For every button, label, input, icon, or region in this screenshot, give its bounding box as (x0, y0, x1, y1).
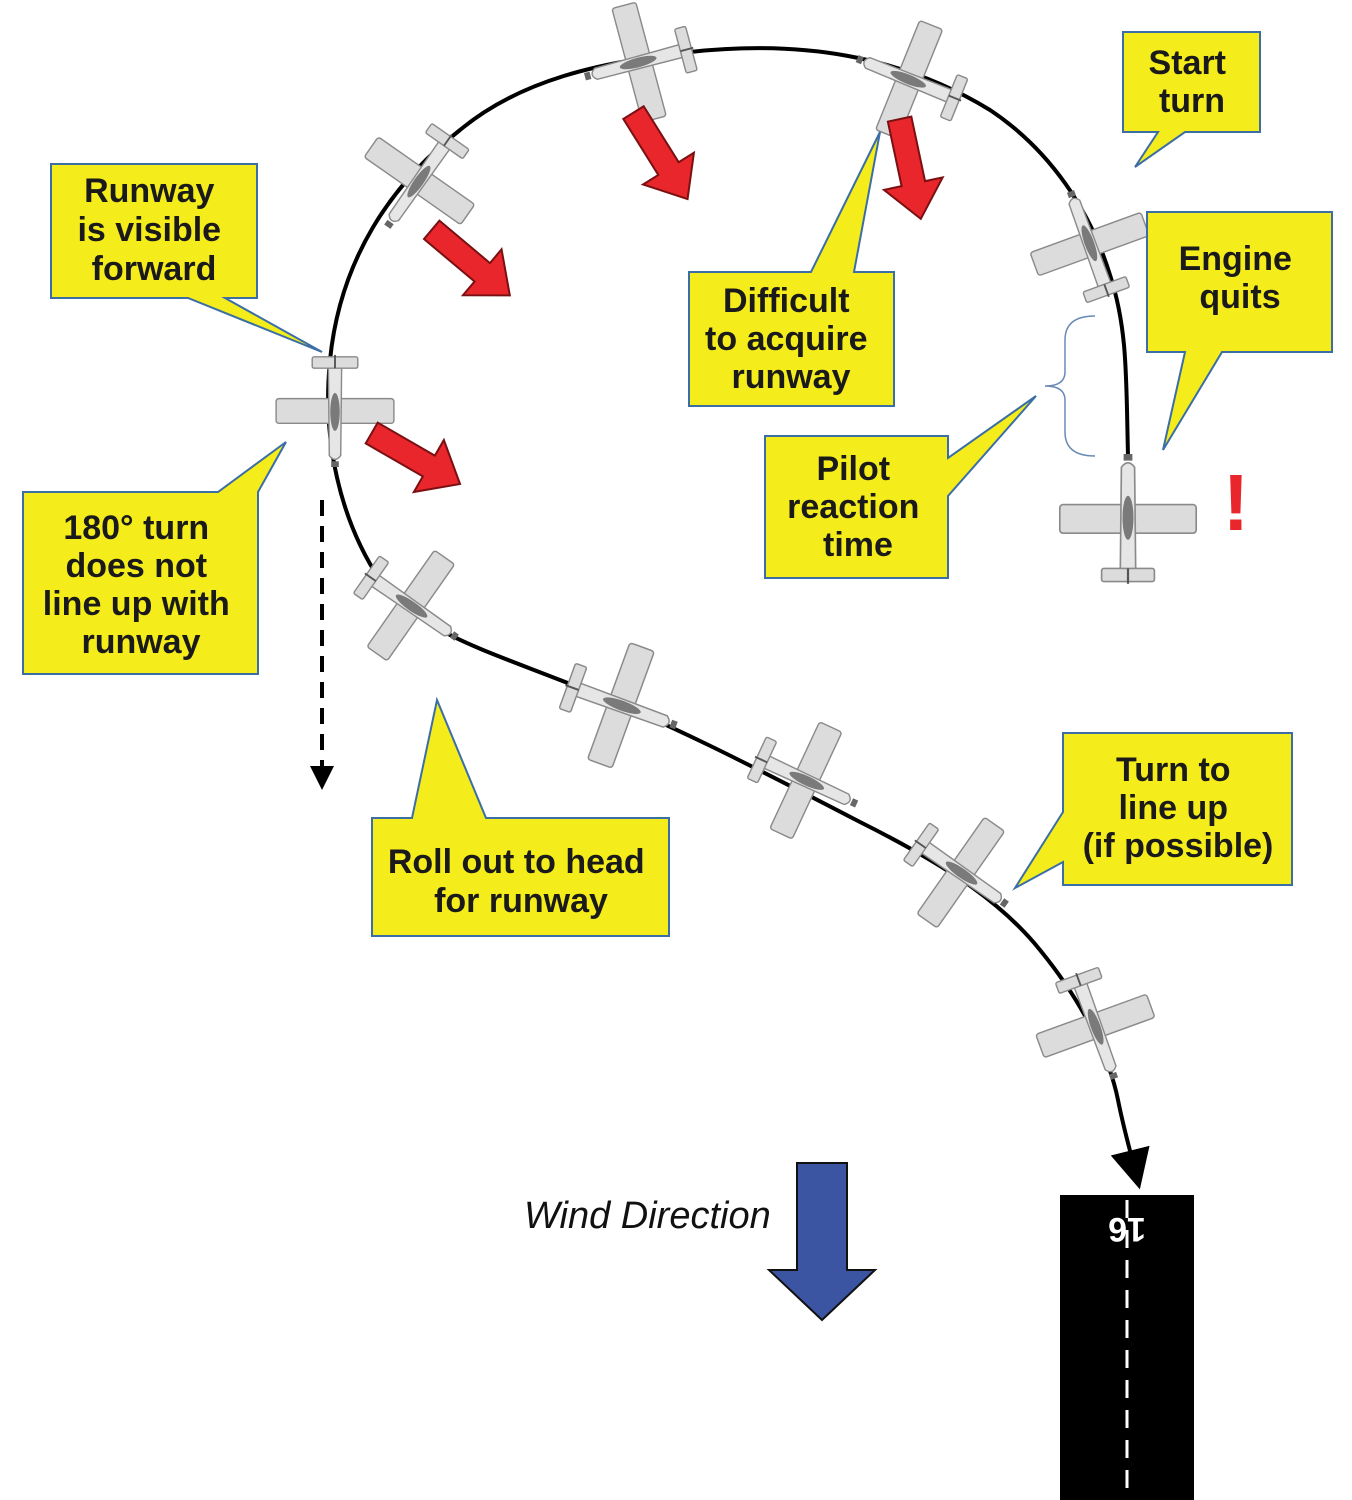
red-arrow (621, 104, 696, 201)
callout-line: Difficult (723, 282, 850, 320)
callout-line: Start (1149, 44, 1226, 82)
reaction-time-bracket (1044, 315, 1096, 457)
callout-line: Turn to (1116, 751, 1231, 789)
callout-line: runway (731, 358, 850, 396)
svg-text:Roll out to head for run: Roll out to head for runway (388, 843, 654, 920)
callout-line: Roll out to head (388, 843, 645, 881)
callout-line: 180° turn (63, 509, 209, 547)
aircraft-icon (880, 791, 1042, 954)
aircraft-icon (1014, 170, 1166, 318)
callout-roll-out: Roll out to head for runway (371, 696, 670, 937)
callout-turn-line-up: Turn to line up (if possible) (1012, 732, 1293, 891)
callout-line: Runway (84, 172, 214, 210)
callout-line: for runway (434, 882, 608, 920)
callout-180-turn: 180° turn does not line up with runway (22, 441, 287, 675)
callout-line: turn (1159, 82, 1225, 120)
callout-start-turn: Start turn (1122, 31, 1261, 168)
callout-runway-visible: Runway is visible forward (50, 163, 323, 353)
runway-number: 16 (1108, 1210, 1146, 1248)
callout-line: Engine (1179, 240, 1292, 278)
aircraft-icon (338, 100, 501, 262)
red-arrow (364, 421, 462, 494)
svg-text:Difficult to acquire: Difficult to acquire runway (705, 282, 877, 396)
callout-line: forward (92, 250, 217, 288)
aircraft-icon (1019, 952, 1171, 1100)
callout-line: line up with (43, 585, 230, 623)
dashed-track-arrowhead (310, 766, 334, 790)
aircraft-icon (1058, 452, 1198, 585)
callout-line: time (823, 526, 893, 564)
aircraft-icon (543, 625, 699, 785)
callout-line: line up (1118, 789, 1228, 827)
callout-line: runway (81, 623, 200, 661)
aircraft-icon (330, 524, 492, 687)
wind-direction-arrow (766, 1162, 878, 1322)
red-arrow (422, 219, 512, 297)
callout-line: Pilot (816, 450, 890, 488)
svg-text:Engine quits: Engine quits (1179, 240, 1302, 316)
callout-line: reaction (787, 488, 919, 526)
svg-text:Pilot reaction tim: Pilot reaction time (787, 450, 929, 564)
callout-line: (if possible) (1083, 827, 1274, 865)
wind-direction-label: Wind Direction (524, 1195, 771, 1237)
callout-line: does not (65, 547, 207, 585)
svg-text:Start turn: Start turn (1149, 44, 1236, 120)
svg-text:180° turn does not: 180° turn does not line up with runway (43, 509, 239, 661)
aircraft-icon (729, 702, 883, 859)
callout-line: to acquire (705, 320, 867, 358)
red-arrow (881, 115, 945, 221)
callout-pilot-reaction: Pilot reaction time (764, 395, 1037, 579)
alert-exclamation: ! (1223, 458, 1250, 547)
svg-text:Runway is visible: Runway is visible forward (77, 172, 230, 288)
svg-text:Turn to line up (i: Turn to line up (if possible) (1083, 751, 1274, 865)
callout-line: is visible (77, 211, 221, 249)
callout-line: quits (1199, 278, 1280, 316)
callout-difficult-acquire: Difficult to acquire runway (688, 131, 895, 407)
callout-engine-quits: Engine quits (1146, 211, 1333, 451)
